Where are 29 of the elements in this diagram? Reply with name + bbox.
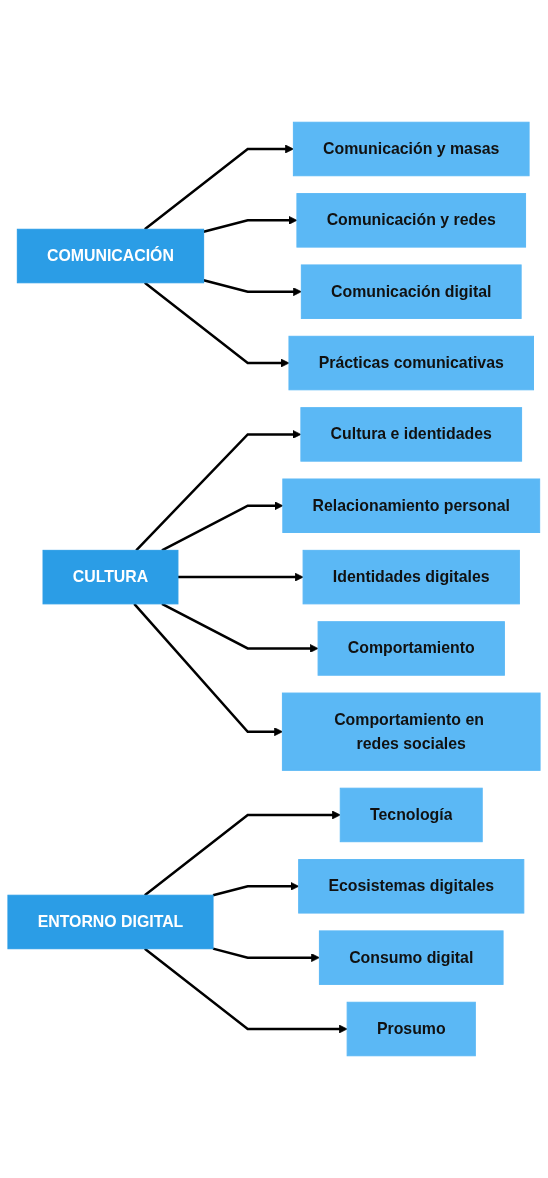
arrow [212,881,300,897]
node-box: Comunicación y redes [296,193,527,248]
arrow [133,603,283,737]
node-box: Comportamiento [317,621,505,676]
node-box: Comportamiento en redes sociales [281,692,541,771]
arrow [135,430,302,552]
arrow [161,501,284,552]
arrow [144,947,348,1034]
node-box: Tecnología [339,787,483,843]
arrow [212,947,320,962]
node-box: ENTORNO DIGITAL [7,894,214,950]
arrow [144,281,290,368]
node-box: CULTURA [42,549,179,605]
arrow [203,279,302,297]
node-box: Prosumo [346,1001,476,1057]
arrow [203,216,298,233]
node-box: COMUNICACIÓN [16,228,205,284]
node-box: Comunicación y masas [292,121,530,177]
node-box: Prácticas comunicativas [288,335,534,391]
node-box: Consumo digital [318,930,504,985]
node-box: Relacionamiento personal [282,478,541,533]
node-box: Comunicación digital [300,264,522,319]
arrow [144,144,294,231]
arrow [161,602,319,653]
node-box: Ecosistemas digitales [298,859,525,914]
arrow [177,572,304,582]
node-box: Cultura e identidades [300,407,523,462]
node-box: Identidades digitales [302,549,520,605]
arrow [144,810,341,897]
